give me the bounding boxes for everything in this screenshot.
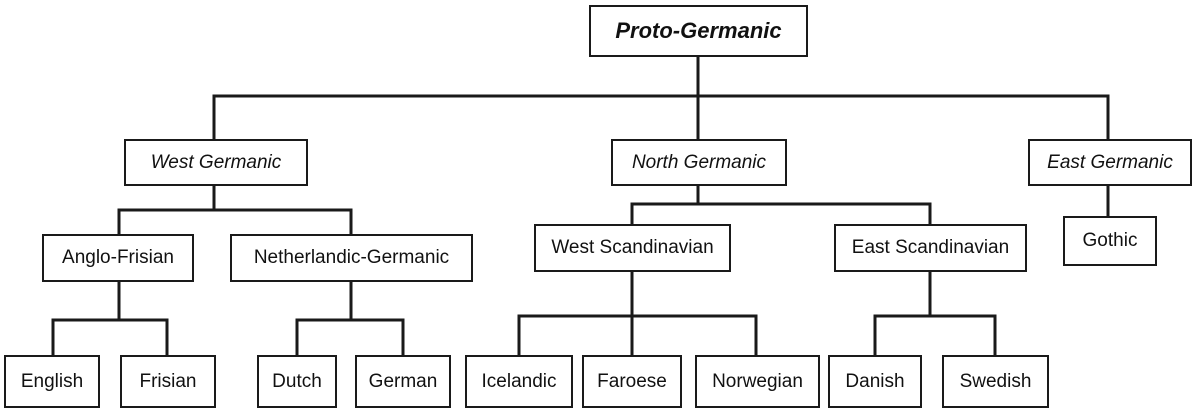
node-german: German (355, 355, 451, 408)
node-frisian: Frisian (120, 355, 216, 408)
node-faroese: Faroese (582, 355, 682, 408)
node-norwegian: Norwegian (695, 355, 820, 408)
node-anglo-frisian: Anglo-Frisian (42, 234, 194, 282)
node-danish: Danish (828, 355, 922, 408)
node-west-germanic: West Germanic (124, 139, 308, 186)
node-east-germanic: East Germanic (1028, 139, 1192, 186)
node-dutch: Dutch (257, 355, 337, 408)
node-swedish: Swedish (942, 355, 1049, 408)
node-north-germanic: North Germanic (611, 139, 787, 186)
node-netherlandic-germanic: Netherlandic-Germanic (230, 234, 473, 282)
node-east-scandinavian: East Scandinavian (834, 224, 1027, 272)
node-west-scandinavian: West Scandinavian (534, 224, 731, 272)
node-icelandic: Icelandic (465, 355, 573, 408)
node-english: English (4, 355, 100, 408)
node-proto-germanic: Proto-Germanic (589, 5, 808, 57)
node-gothic: Gothic (1063, 216, 1157, 266)
